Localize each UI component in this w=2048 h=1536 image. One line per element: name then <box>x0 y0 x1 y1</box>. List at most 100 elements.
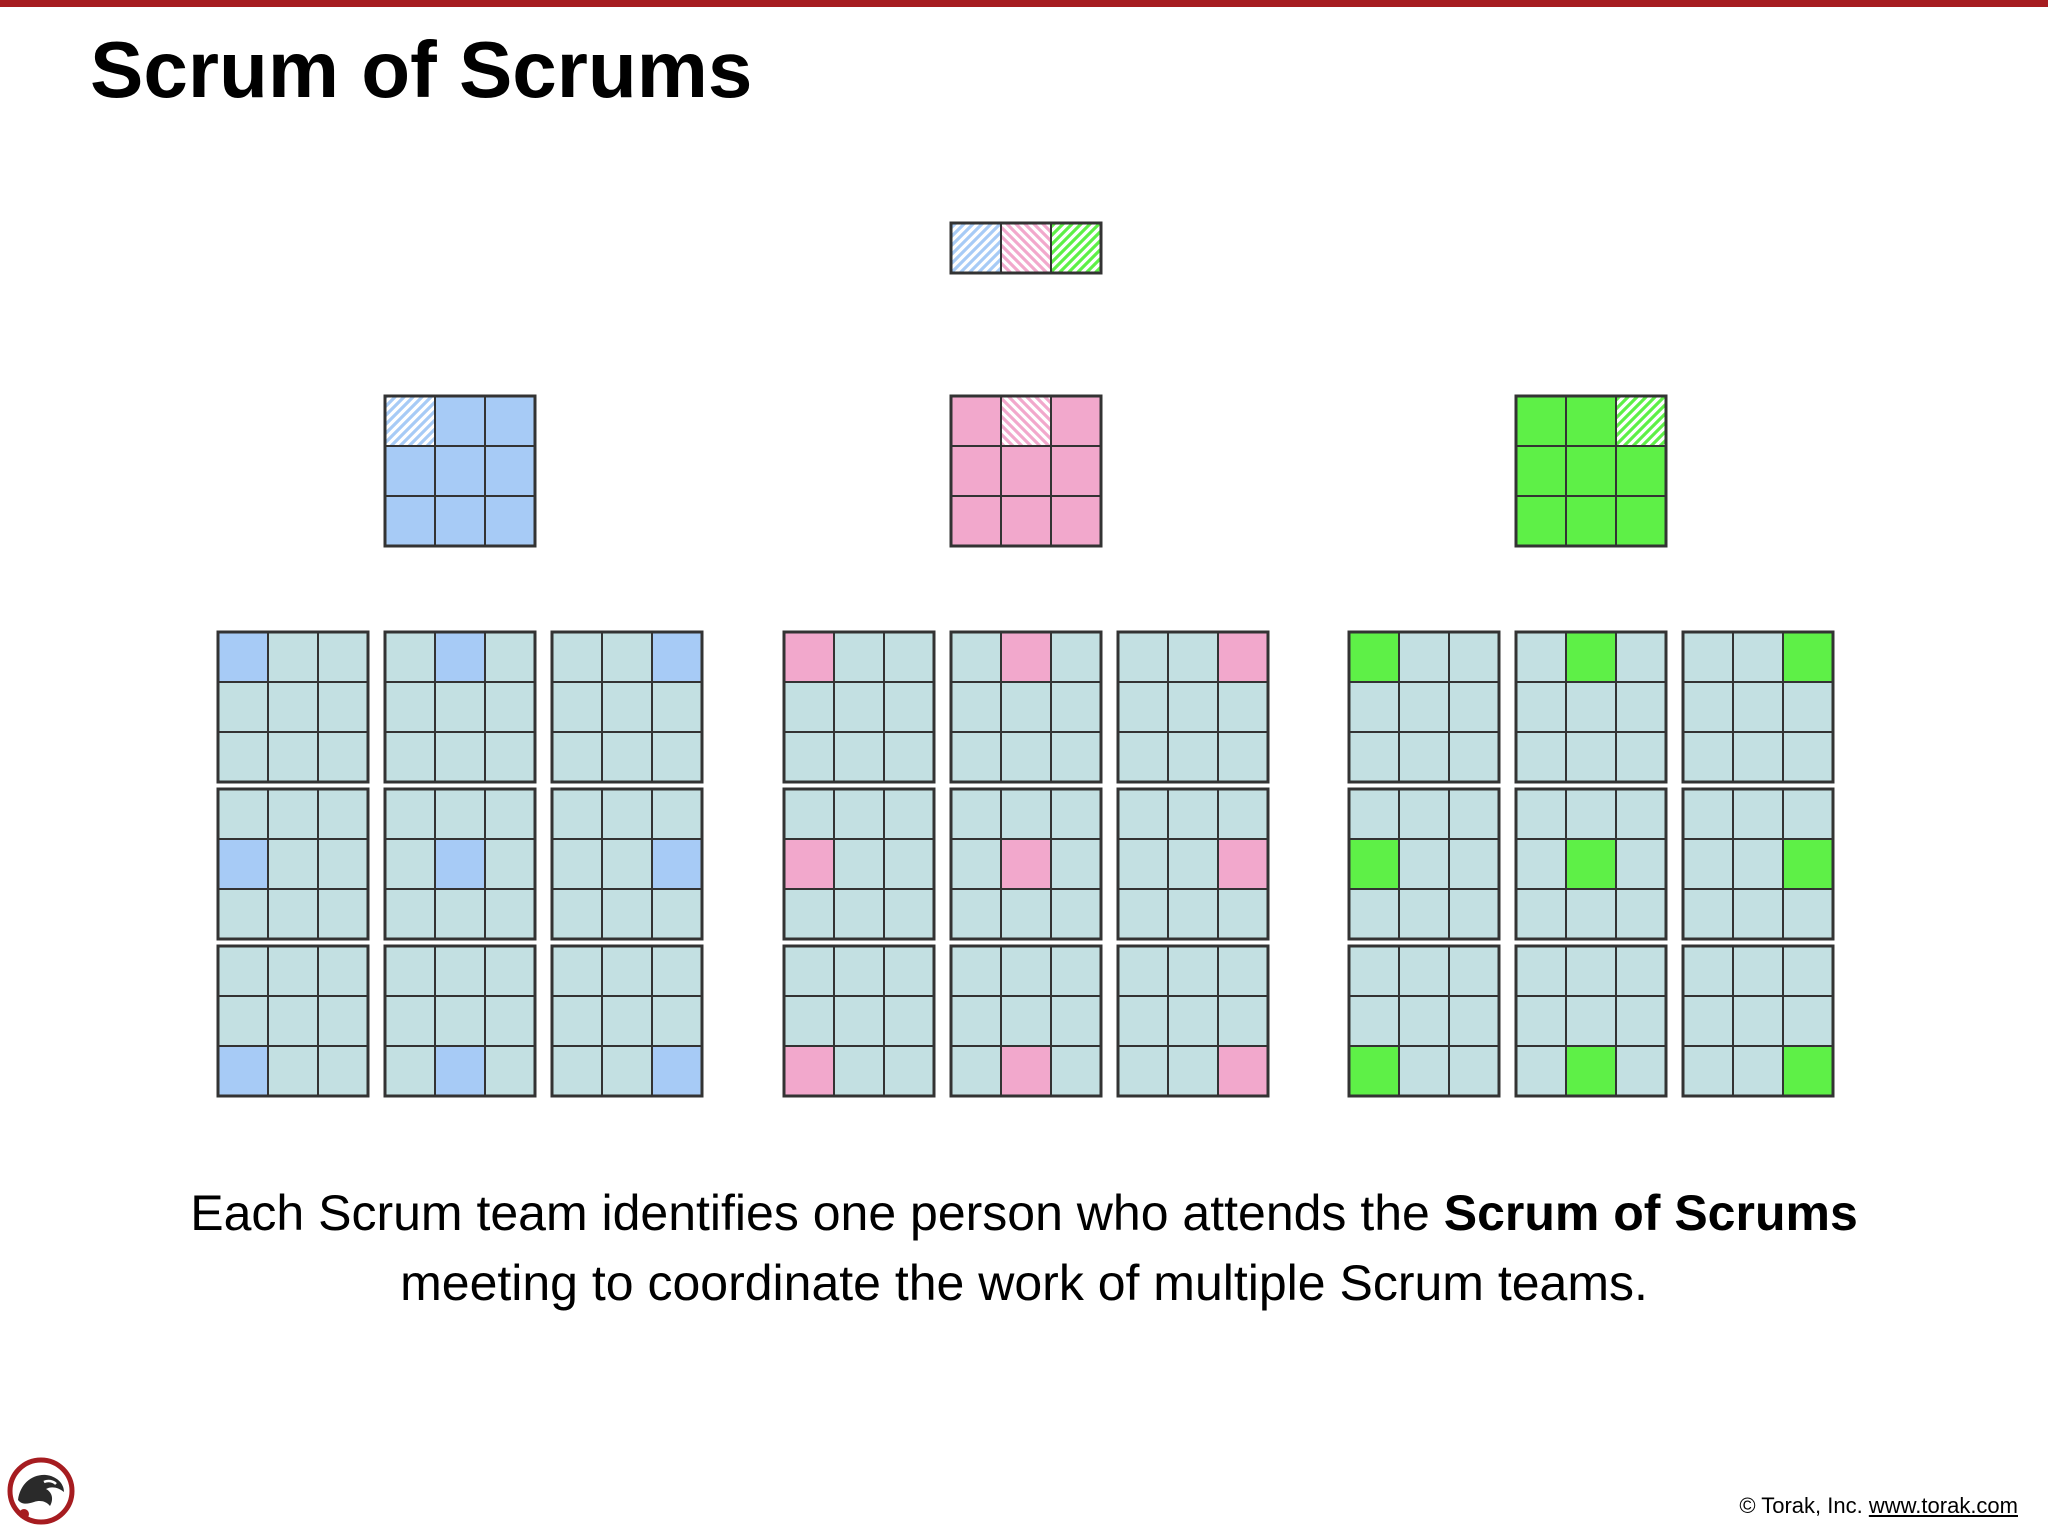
team-member <box>217 681 269 733</box>
team-member <box>434 731 486 783</box>
team-member <box>1515 888 1567 940</box>
team-member <box>551 995 603 1047</box>
team-member <box>1615 731 1667 783</box>
team-member <box>1050 838 1102 890</box>
team-member <box>1050 631 1102 683</box>
scrum-team-green <box>1347 787 1501 941</box>
team-member <box>1000 945 1052 997</box>
team-member <box>833 888 885 940</box>
team-member <box>1448 681 1500 733</box>
team-member <box>1565 888 1617 940</box>
team-member <box>883 788 935 840</box>
team-outline <box>1514 944 1668 1098</box>
team-outline <box>383 394 537 548</box>
footer: © Torak, Inc. www.torak.com <box>1739 1493 2018 1519</box>
team-outline <box>1347 944 1501 1098</box>
team-member <box>484 495 536 547</box>
team-member <box>1000 681 1052 733</box>
team-member <box>217 788 269 840</box>
team-member <box>1448 731 1500 783</box>
team-member <box>1565 495 1617 547</box>
team-member <box>950 731 1002 783</box>
representative-member <box>1565 631 1617 683</box>
team-member <box>1682 888 1734 940</box>
team-outline <box>550 944 704 1098</box>
team-member <box>1000 888 1052 940</box>
team-member <box>267 681 319 733</box>
team-member <box>1615 838 1667 890</box>
team-member <box>833 681 885 733</box>
team-member <box>551 945 603 997</box>
scrum-team-green <box>1681 944 1835 1098</box>
team-member <box>601 788 653 840</box>
team-member <box>783 788 835 840</box>
team-member <box>883 838 935 890</box>
team-member <box>1217 788 1269 840</box>
team-member <box>1682 681 1734 733</box>
team-member <box>1448 838 1500 890</box>
team-member <box>1515 995 1567 1047</box>
representative-member <box>1000 631 1052 683</box>
team-member <box>883 945 935 997</box>
team-member <box>1615 681 1667 733</box>
team-member <box>1217 731 1269 783</box>
team-member <box>783 681 835 733</box>
team-member <box>1167 731 1219 783</box>
team-member <box>1782 888 1834 940</box>
footer-website-link[interactable]: www.torak.com <box>1868 1493 2018 1518</box>
team-member <box>1732 788 1784 840</box>
team-member <box>217 945 269 997</box>
team-member <box>1448 995 1500 1047</box>
team-member <box>484 631 536 683</box>
team-outline <box>1514 630 1668 784</box>
team-member <box>317 995 369 1047</box>
team-member <box>601 681 653 733</box>
team-member <box>317 788 369 840</box>
team-member <box>384 631 436 683</box>
representative-member <box>651 1045 703 1097</box>
title-accent-rule <box>0 0 2048 7</box>
team-member <box>484 838 536 890</box>
team-member <box>1050 681 1102 733</box>
team-member <box>1515 838 1567 890</box>
team-outline <box>550 630 704 784</box>
team-member <box>601 731 653 783</box>
team-member <box>267 1045 319 1097</box>
scrum-of-scrums-team <box>949 221 1103 275</box>
team-member <box>601 838 653 890</box>
team-member <box>1682 838 1734 890</box>
scrum-team-pink <box>782 787 936 941</box>
representative-member <box>434 631 486 683</box>
team-member <box>1565 681 1617 733</box>
team-outline <box>1116 630 1270 784</box>
team-member <box>484 788 536 840</box>
team-member <box>434 681 486 733</box>
team-member <box>1515 1045 1567 1097</box>
team-member <box>833 945 885 997</box>
team-outline <box>1681 944 1835 1098</box>
team-member <box>601 945 653 997</box>
team-member <box>1217 945 1269 997</box>
team-member <box>484 445 536 497</box>
team-member <box>1732 1045 1784 1097</box>
team-member <box>950 631 1002 683</box>
team-outline <box>1116 944 1270 1098</box>
team-member <box>783 945 835 997</box>
team-member <box>1117 631 1169 683</box>
coordination-team-blue <box>383 394 537 548</box>
team-member <box>384 788 436 840</box>
team-member <box>1050 788 1102 840</box>
team-member <box>651 788 703 840</box>
team-member <box>1515 945 1567 997</box>
team-member <box>1615 495 1667 547</box>
team-member <box>1515 681 1567 733</box>
team-member <box>1782 945 1834 997</box>
team-member <box>1615 995 1667 1047</box>
representative-member <box>1348 631 1400 683</box>
team-outline <box>550 787 704 941</box>
team-member <box>267 631 319 683</box>
team-member <box>1565 731 1617 783</box>
team-member <box>601 631 653 683</box>
team-member <box>783 731 835 783</box>
team-outline <box>1347 787 1501 941</box>
